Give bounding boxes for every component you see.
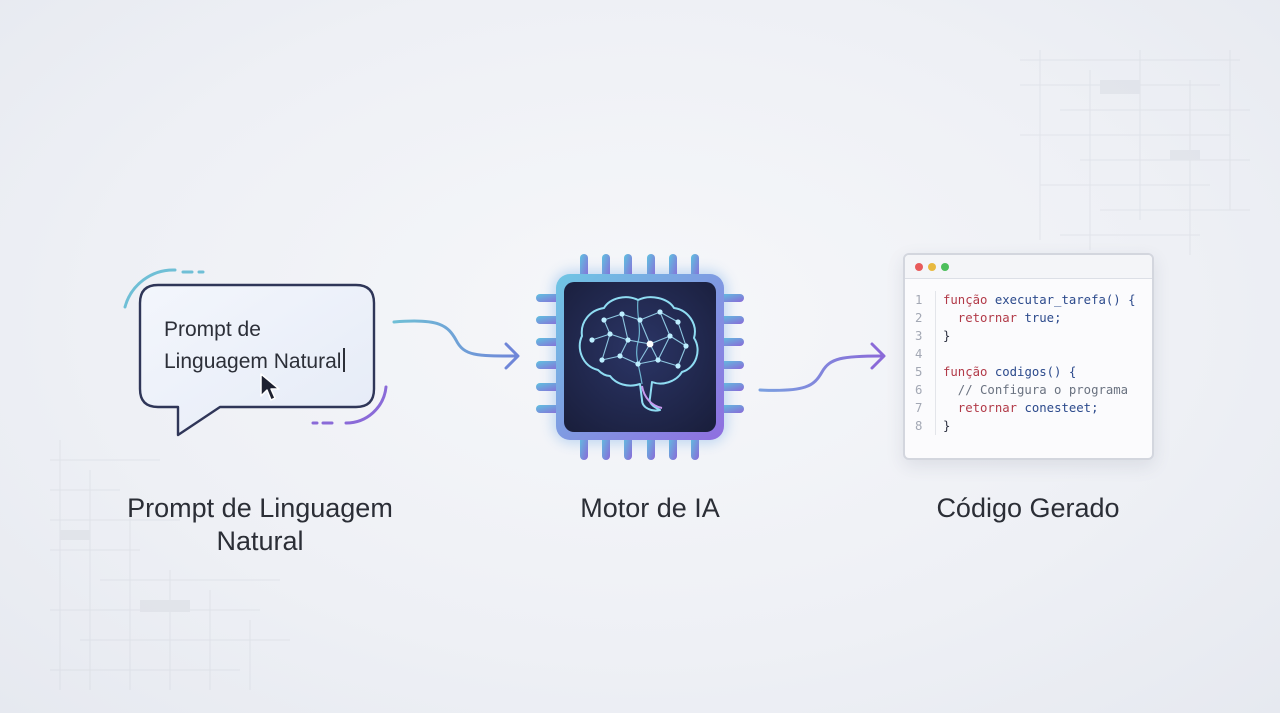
- bubble-line-1: Prompt de: [164, 318, 261, 341]
- code-line: 1 função executar_tarefa() {: [905, 291, 1152, 309]
- code-token: executar_tarefa() {: [987, 293, 1136, 307]
- caption-prompt: Prompt de Linguagem Natural: [100, 492, 420, 558]
- arrow-right-icon: [392, 319, 520, 370]
- caption-prompt-line-1: Prompt de Linguagem: [127, 493, 393, 523]
- code-line: 6 // Configura o programa: [905, 381, 1152, 399]
- code-token: retornar: [943, 311, 1018, 325]
- code-text: }: [943, 327, 950, 345]
- code-line: 3}: [905, 327, 1152, 345]
- code-token: }: [943, 329, 951, 343]
- text-caret: [343, 348, 346, 372]
- code-text: função codigos() {: [943, 363, 1076, 381]
- maximize-dot-icon: [941, 263, 949, 271]
- code-token: função: [943, 293, 988, 307]
- arrow-right-icon: [758, 342, 886, 392]
- code-text: função executar_tarefa() {: [943, 291, 1136, 309]
- speech-bubble-icon: [123, 268, 388, 437]
- line-number: 6: [915, 383, 923, 397]
- caption-codigo-gerado: Código Gerado: [936, 493, 1120, 523]
- minimize-dot-icon: [928, 263, 936, 271]
- line-number: 5: [915, 365, 923, 379]
- code-gutter-divider: [935, 291, 936, 435]
- decorative-grid-top-right: [1020, 50, 1250, 255]
- decorative-grid-bottom-left: [50, 440, 290, 690]
- ai-chip-brain-icon: [536, 254, 744, 460]
- window-titlebar: [905, 255, 1152, 279]
- code-line: 7 retornar conesteet;: [905, 399, 1152, 417]
- line-number: 8: [915, 419, 923, 433]
- code-token: }: [943, 419, 951, 433]
- close-dot-icon: [915, 263, 923, 271]
- mouse-pointer-icon: [260, 373, 280, 401]
- bubble-line-2-text: Linguagem Natural: [164, 350, 342, 373]
- code-text: retornar conesteet;: [943, 399, 1099, 417]
- caption-motor-ia: Motor de IA: [580, 493, 720, 523]
- code-line: 4: [905, 345, 1152, 363]
- code-text: }: [943, 417, 950, 435]
- code-token: conesteet;: [1017, 401, 1099, 415]
- code-token: função: [943, 365, 988, 379]
- line-number: 7: [915, 401, 923, 415]
- line-number: 2: [915, 311, 923, 325]
- code-text: // Configura o programa: [943, 381, 1128, 399]
- code-line: 2 retornar true;: [905, 309, 1152, 327]
- code-token: // Configura o programa: [943, 383, 1129, 397]
- line-number: 4: [915, 347, 923, 361]
- bubble-prompt-text[interactable]: Prompt de Linguagem Natural: [164, 314, 374, 378]
- code-text: retornar true;: [943, 309, 1062, 327]
- code-line: 5 função codigos() {: [905, 363, 1152, 381]
- line-number: 3: [915, 329, 923, 343]
- code-token: retornar: [943, 401, 1018, 415]
- code-token: true;: [1017, 311, 1062, 325]
- bubble-line-2: Linguagem Natural: [164, 346, 374, 378]
- code-token: codigos() {: [987, 365, 1077, 379]
- line-number: 1: [915, 293, 923, 307]
- code-line: 8}: [905, 417, 1152, 435]
- caption-prompt-line-2: Natural: [216, 526, 304, 556]
